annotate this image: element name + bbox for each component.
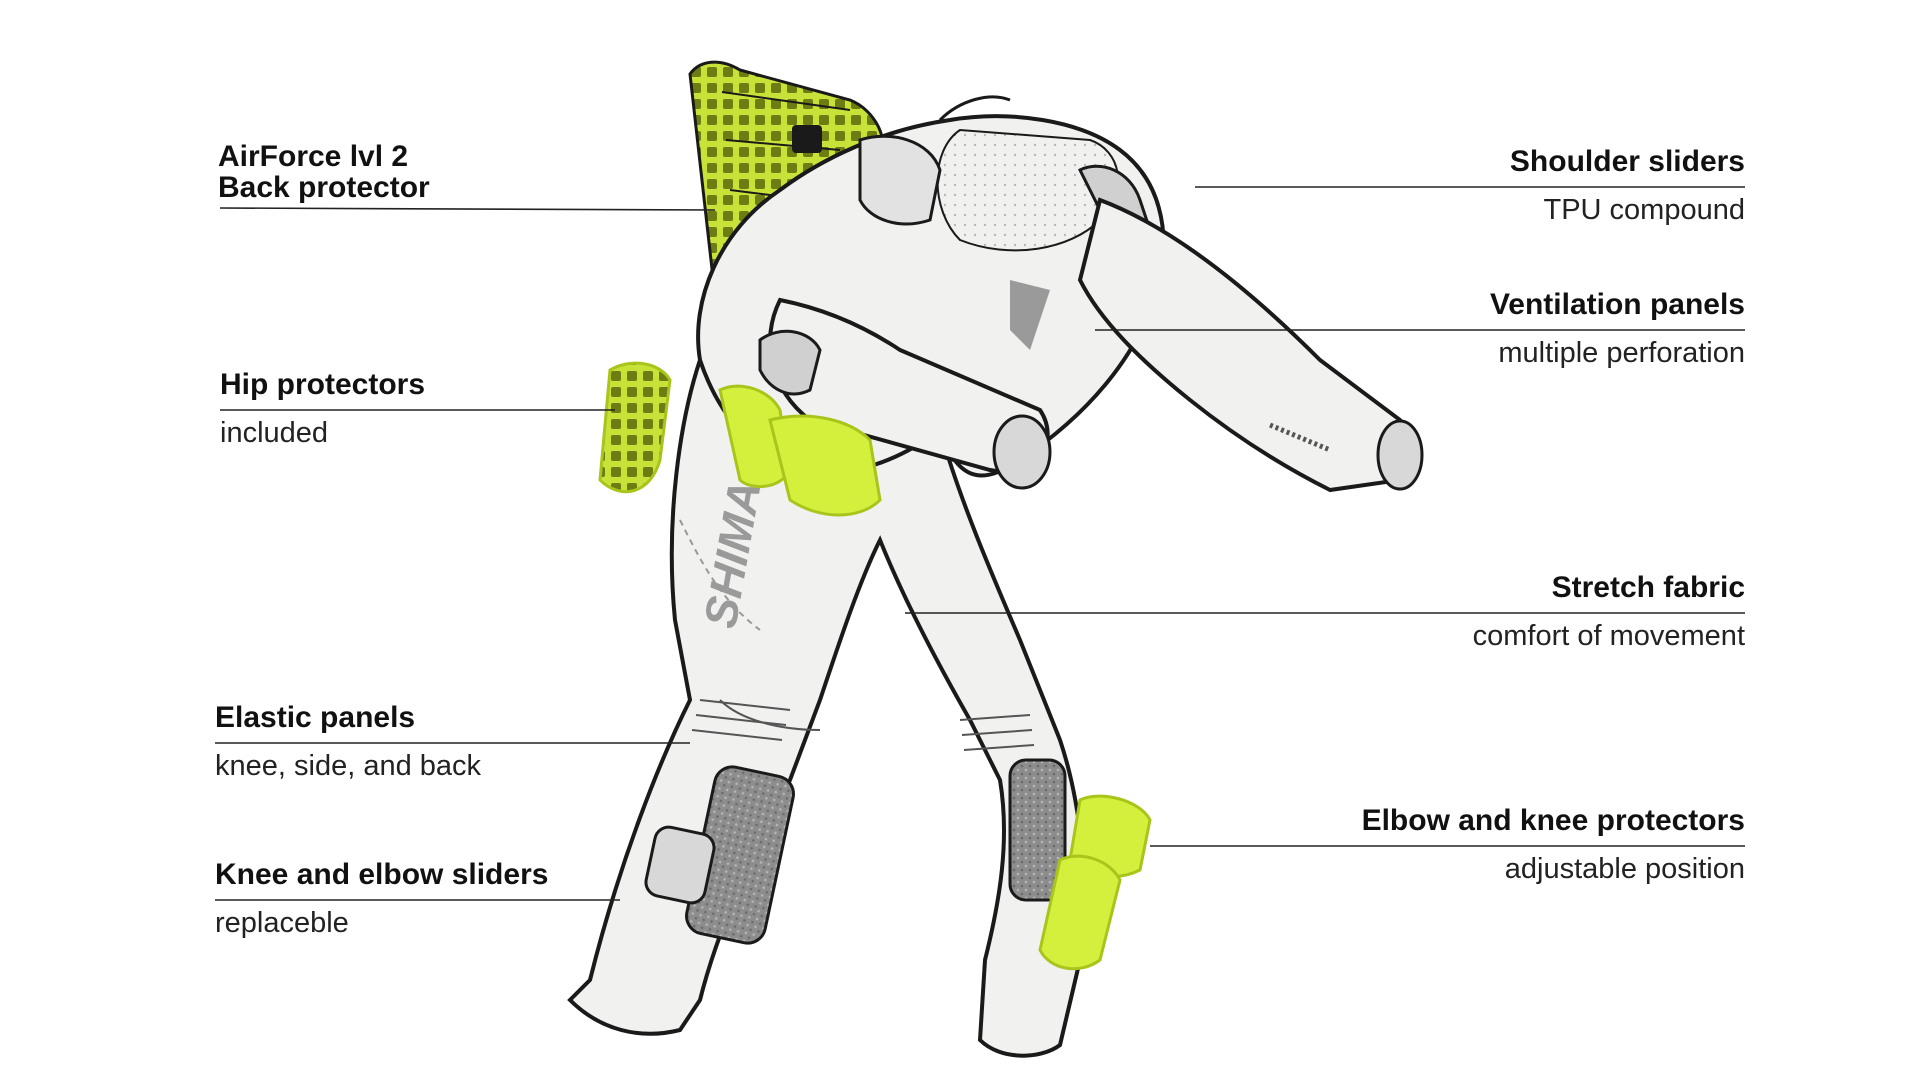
callout-elbow-knee-protectors-title: Elbow and knee protectors xyxy=(1361,804,1745,837)
chest-logo xyxy=(1010,280,1050,350)
knee-slider xyxy=(644,825,716,905)
callout-elastic-panels-title: Elastic panels xyxy=(215,701,416,734)
callout-hip-protectors-sub: included xyxy=(220,417,329,449)
back-protector-strap xyxy=(792,125,822,153)
elbow-slider xyxy=(758,329,822,396)
callout-ventilation-panels-sub: multiple perforation xyxy=(1498,337,1745,369)
callout-shoulder-sliders: Shoulder sliders TPU compound xyxy=(1320,146,1745,226)
leader-lines xyxy=(215,186,1745,901)
callout-stretch-fabric-title: Stretch fabric xyxy=(1551,571,1745,604)
callout-shoulder-sliders-sub: TPU compound xyxy=(1543,194,1746,226)
callout-ventilation-panels-title: Ventilation panels xyxy=(1489,288,1745,321)
callout-ventilation-panels: Ventilation panels multiple perforation xyxy=(1320,289,1745,369)
callout-elbow-knee-protectors: Elbow and knee protectors adjustable pos… xyxy=(1320,805,1745,885)
left-shoulder-slider xyxy=(858,134,942,226)
right-cuff xyxy=(1376,419,1424,491)
callout-back-protector-title-line1: AirForce lvl 2 xyxy=(218,140,409,173)
suit-legs: SHIMA xyxy=(567,357,1086,1058)
callout-knee-elbow-sliders: Knee and elbow sliders replaceble xyxy=(215,859,548,939)
callout-hip-protectors: Hip protectors included xyxy=(220,369,425,449)
knee-protector-lower xyxy=(1038,854,1122,971)
sleeve-vent xyxy=(1269,422,1331,453)
callout-elastic-panels-sub: knee, side, and back xyxy=(215,750,482,782)
suit-left-arm xyxy=(758,297,1052,490)
callout-elbow-knee-protectors-sub: adjustable position xyxy=(1504,853,1745,885)
callout-stretch-fabric: Stretch fabric comfort of movement xyxy=(1320,572,1745,652)
rear-knee-panel xyxy=(1008,758,1067,902)
callout-knee-elbow-sliders-sub: replaceble xyxy=(215,907,349,939)
forearm-protector xyxy=(768,414,882,517)
callout-hip-protectors-title: Hip protectors xyxy=(220,368,426,401)
callout-shoulder-sliders-title: Shoulder sliders xyxy=(1509,145,1745,178)
callout-stretch-fabric-sub: comfort of movement xyxy=(1472,620,1745,652)
callout-elastic-panels: Elastic panels knee, side, and back xyxy=(215,702,481,782)
callout-back-protector-title-line2: Back protector xyxy=(218,171,430,204)
hip-protector xyxy=(598,361,672,494)
callout-knee-elbow-sliders-title: Knee and elbow sliders xyxy=(215,858,549,891)
callout-back-protector: AirForce lvl 2 Back protector xyxy=(218,141,430,203)
suit-right-arm xyxy=(1077,197,1424,493)
leader-back-protector xyxy=(219,207,716,211)
left-cuff xyxy=(992,414,1052,490)
